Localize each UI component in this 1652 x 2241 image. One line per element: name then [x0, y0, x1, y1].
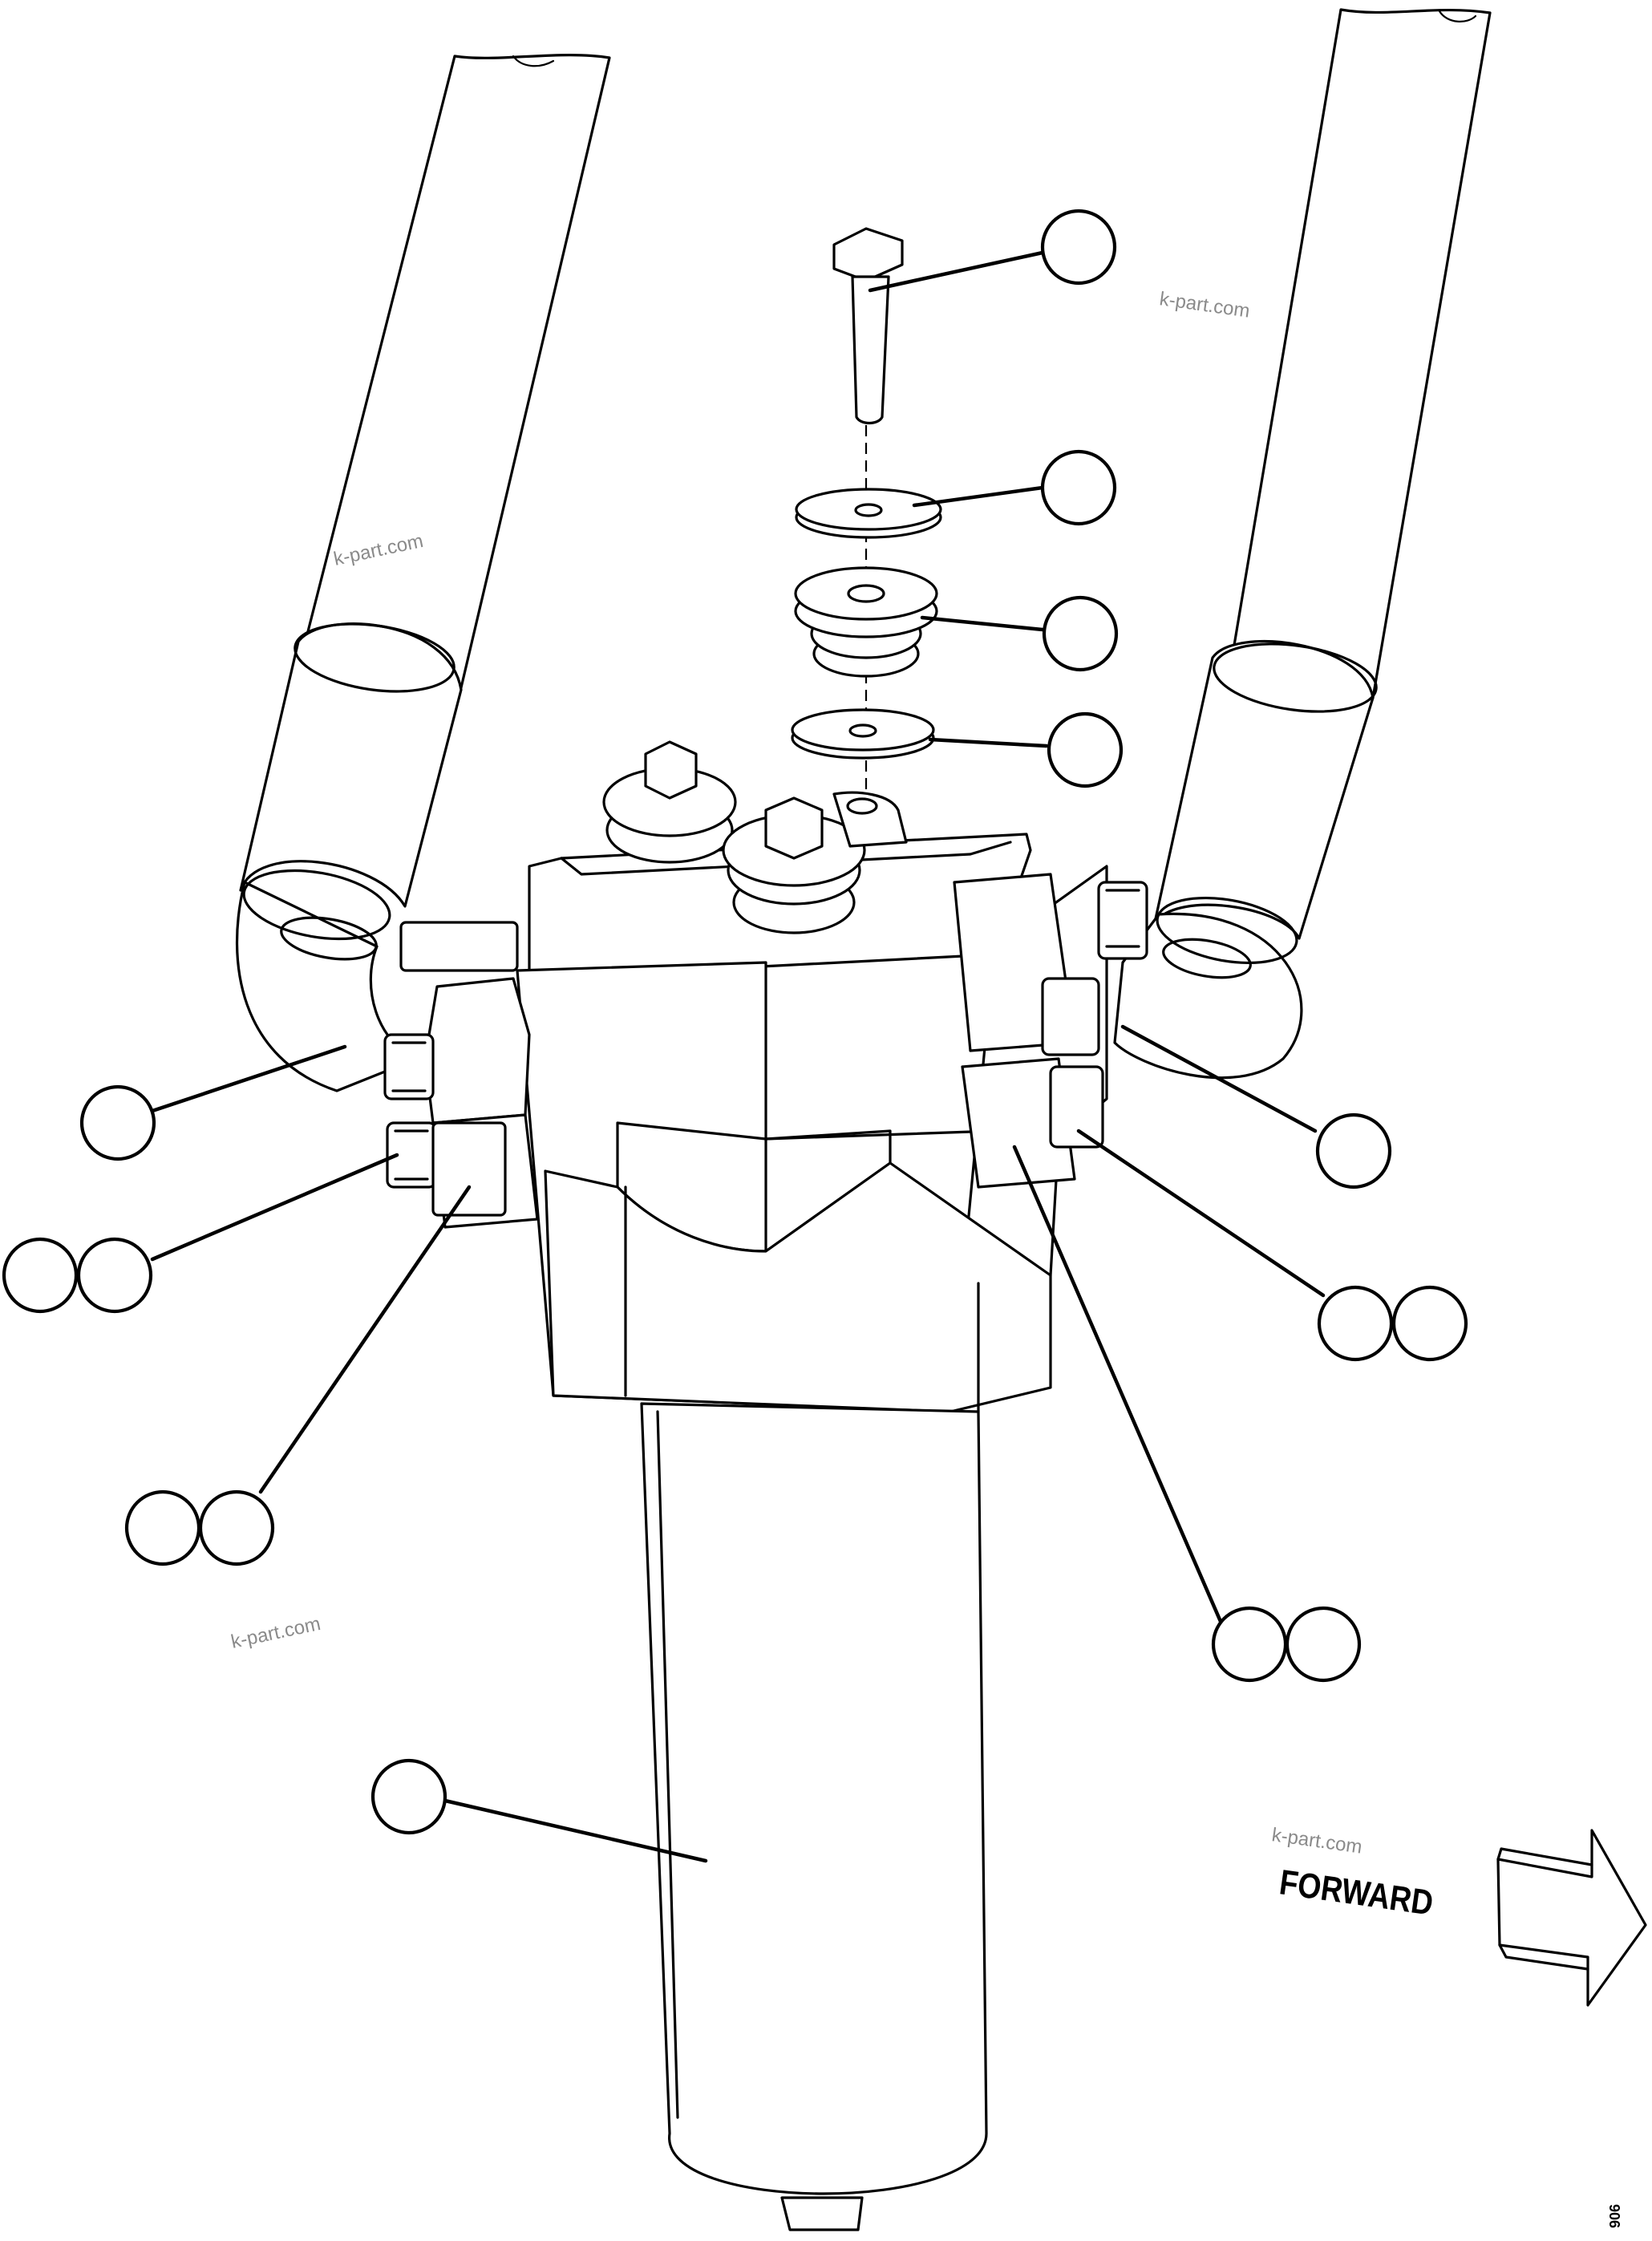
- right-flange-assembly: [953, 873, 1148, 1189]
- callout-bubble: [124, 1489, 201, 1566]
- callout-bubble: [79, 1084, 156, 1161]
- callout-bubble: [1042, 595, 1119, 672]
- callout-bubble: [1317, 1285, 1394, 1362]
- leader-lines: [150, 250, 1326, 1863]
- drawing-code: 906: [1607, 2204, 1623, 2228]
- callout-bubble: [2, 1237, 79, 1314]
- callout-bubble: [1391, 1285, 1468, 1362]
- callout-bubble: [76, 1237, 153, 1314]
- right-hose: [1113, 8, 1492, 1080]
- watermark: k-part.com: [1158, 288, 1251, 322]
- callout-bubble: [1040, 449, 1117, 526]
- callout-bubble: [1211, 1606, 1288, 1683]
- callouts: [2, 209, 1468, 1835]
- left-hose: [236, 53, 611, 1092]
- filter-canister: [640, 1402, 988, 2231]
- callout-bubble: [370, 1758, 447, 1835]
- head-mounts: [602, 740, 908, 934]
- left-flange-assembly: [383, 921, 539, 1229]
- callout-bubble: [198, 1489, 275, 1566]
- callout-bubble: [1285, 1606, 1362, 1683]
- callout-bubble: [1315, 1112, 1392, 1189]
- watermark: k-part.com: [229, 1613, 322, 1653]
- callout-bubble: [1047, 711, 1124, 788]
- forward-arrow: FORWARD: [1277, 1829, 1647, 2007]
- watermark: k-part.com: [1270, 1824, 1363, 1858]
- callout-bubble: [1040, 209, 1117, 286]
- exploded-mount-stack: [791, 227, 942, 794]
- forward-label: FORWARD: [1277, 1862, 1436, 1923]
